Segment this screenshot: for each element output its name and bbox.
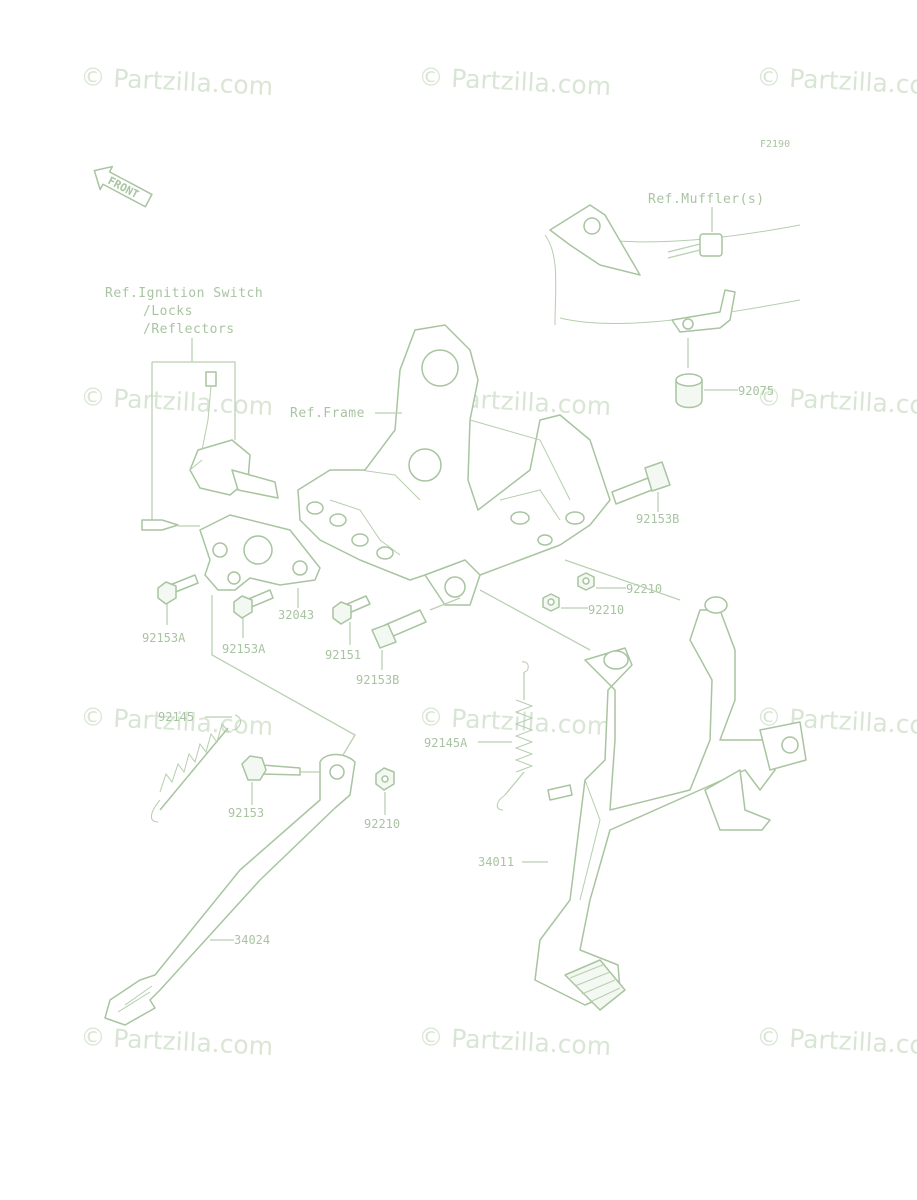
watermark: © Partzilla.com xyxy=(418,62,612,101)
label-92210-middle: 92210 xyxy=(588,603,624,617)
label-34011: 34011 xyxy=(478,855,514,869)
label-92153: 92153 xyxy=(228,806,264,820)
part-92153: 92153 xyxy=(228,755,322,820)
part-92153A: 92153A 92153A xyxy=(142,574,274,656)
part-92075: 92075 xyxy=(675,373,774,409)
muffler-reference: Ref.Muffler(s) xyxy=(544,192,801,368)
part-92151: 92151 xyxy=(325,595,371,662)
ref-ignition-label-2: /Locks xyxy=(143,304,193,319)
front-arrow-icon: FRONT xyxy=(93,165,153,208)
label-92153A-left: 92153A xyxy=(142,631,186,645)
ref-ignition-label-1: Ref.Ignition Switch xyxy=(105,286,263,301)
label-92145A: 92145A xyxy=(424,736,468,750)
part-92145A: 92145A xyxy=(424,661,534,811)
part-92153B-upper: 92153B xyxy=(611,461,679,526)
part-92210-upper: 92210 92210 xyxy=(542,559,681,617)
watermark: © Partzilla.com xyxy=(756,62,917,101)
front-label: FRONT xyxy=(106,174,142,201)
watermark: © Partzilla.com xyxy=(756,1022,917,1061)
label-92145: 92145 xyxy=(158,710,194,724)
part-32043: 32043 xyxy=(199,514,321,622)
ref-ignition-label-3: /Reflectors xyxy=(143,322,235,337)
ignition-reference: Ref.Ignition Switch /Locks /Reflectors xyxy=(105,286,279,531)
watermark: © Partzilla.com xyxy=(80,62,274,101)
part-92210-lower: 92210 xyxy=(364,767,400,831)
label-92151: 92151 xyxy=(325,648,361,662)
label-92075: 92075 xyxy=(738,384,774,398)
part-92153B-lower: 92153B xyxy=(356,597,461,687)
ref-muffler-label: Ref.Muffler(s) xyxy=(648,192,765,207)
label-92210-lower: 92210 xyxy=(364,817,400,831)
watermark: © Partzilla.com xyxy=(80,382,274,421)
label-92153A-right: 92153A xyxy=(222,642,266,656)
label-32043: 32043 xyxy=(278,608,314,622)
part-34011: 34011 xyxy=(478,596,807,1011)
frame: Ref.Frame xyxy=(290,324,611,606)
part-34024: 34024 xyxy=(104,753,356,1026)
label-92210-upper: 92210 xyxy=(626,582,662,596)
label-34024: 34024 xyxy=(234,933,270,947)
watermark: © Partzilla.com xyxy=(418,1022,612,1061)
label-92153B-lower: 92153B xyxy=(356,673,399,687)
part-92145: 92145 xyxy=(151,710,242,823)
diagram-code: F2190 xyxy=(760,139,790,150)
watermark: © Partzilla.com xyxy=(756,382,917,421)
label-92153B-upper: 92153B xyxy=(636,512,679,526)
watermark: © Partzilla.com xyxy=(80,1022,274,1061)
ref-frame-label: Ref.Frame xyxy=(290,406,365,421)
